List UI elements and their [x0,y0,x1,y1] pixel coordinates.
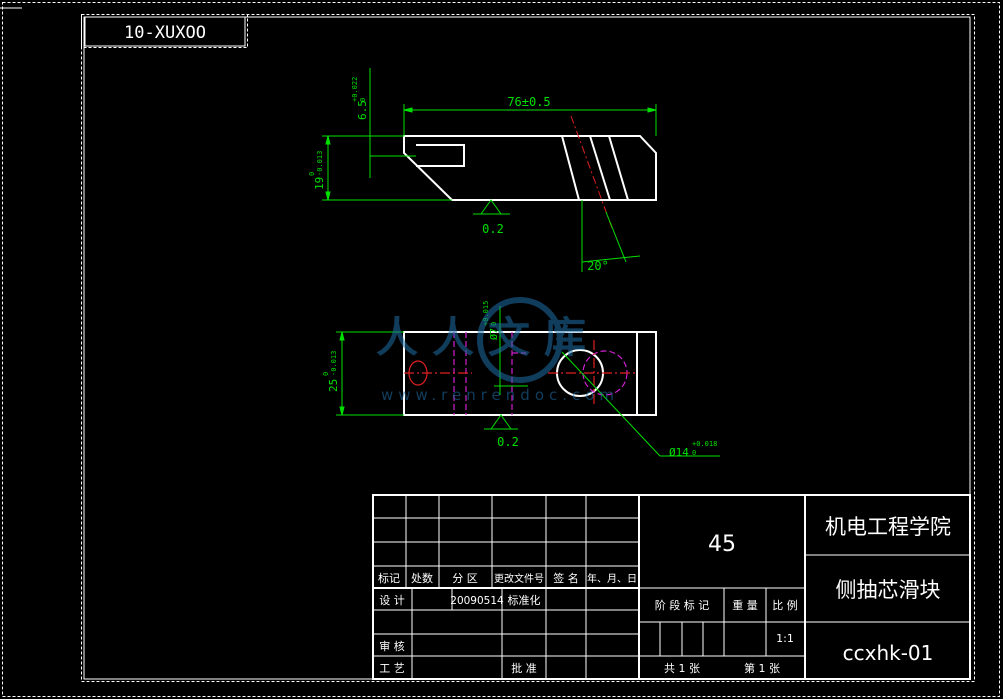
label-zone: 分 区 [452,572,478,585]
label-process: 工 艺 [379,662,405,675]
front-dimensions [322,68,657,272]
front-view: 76±0.5 0.2 20° 19 0 -0.013 6.5 +0.022 0 [308,68,657,273]
length-dimension: 76±0.5 [507,95,550,109]
small-hole-dimension: Ø7 +0.015 0 [482,301,500,340]
svg-text:-0.013: -0.013 [316,151,324,176]
label-signature: 签 名 [553,571,579,585]
title-block: 45 机电工程学院 侧抽芯滑块 ccxhk-01 标记 处数 分 区 更改文件号… [372,494,971,680]
scale-value: 1:1 [776,632,794,645]
center-lines-red [404,340,636,406]
code-stamp: 10-XUXOO [124,23,206,43]
front-view-outline [403,135,657,201]
svg-text:-0.013: -0.013 [330,351,338,376]
svg-text:0: 0 [359,98,367,102]
label-standardize: 标准化 [508,593,541,607]
school-name: 机电工程学院 [825,515,951,539]
label-sheet-number: 第 1 张 [744,661,780,675]
label-design: 设 计 [379,594,405,607]
svg-text:Ø14: Ø14 [669,446,689,459]
design-date: 20090514 [450,595,504,607]
top-dimensions [336,306,720,457]
label-change-doc: 更改文件号 [494,572,544,585]
svg-text:19: 19 [313,177,326,190]
watermark-brand: 人人文库 [376,313,600,362]
part-name: 侧抽芯滑块 [836,578,941,602]
label-review: 审 核 [379,639,405,653]
svg-text:0: 0 [308,172,316,176]
label-stage-mark: 阶 段 标 记 [655,598,710,612]
svg-text:6.5: 6.5 [356,100,369,120]
label-total-sheets: 共 1 张 [664,662,700,675]
front-surface-finish: 0.2 [482,222,504,236]
svg-text:0: 0 [490,322,498,326]
title-block-grid [372,494,971,680]
center-line-red [570,115,613,229]
drawing-number: ccxhk-01 [843,641,934,665]
svg-text:25: 25 [327,379,340,392]
svg-text:+0.022: +0.022 [351,77,359,102]
label-count: 处数 [411,572,433,585]
label-weight: 重 量 [732,598,758,612]
top-surface-finish: 0.2 [497,435,519,449]
hole-dimension: Ø14 +0.018 0 [669,440,717,459]
svg-text:+0.018: +0.018 [692,440,717,448]
angle-dimension: 20° [587,259,609,273]
slot-dimension: 6.5 +0.022 0 [351,77,369,120]
watermark: 人人文库 www.renrendoc.com [376,297,619,404]
width-dimension: 25 0 -0.013 [322,351,340,392]
svg-text:0: 0 [322,372,330,376]
svg-text:Ø7: Ø7 [488,328,500,340]
material: 45 [708,532,736,557]
svg-text:0: 0 [692,449,696,457]
label-date: 年、月、日 [587,572,637,585]
svg-text:+0.015: +0.015 [482,301,490,326]
label-mark: 标记 [378,571,400,585]
height-dimension: 19 0 -0.013 [308,151,326,190]
label-approve: 批 准 [511,661,537,675]
label-scale: 比 例 [772,598,798,612]
watermark-url: www.renrendoc.com [381,386,619,404]
top-view: 0.2 Ø14 +0.018 0 25 0 -0.013 Ø7 +0.015 0 [322,301,720,459]
